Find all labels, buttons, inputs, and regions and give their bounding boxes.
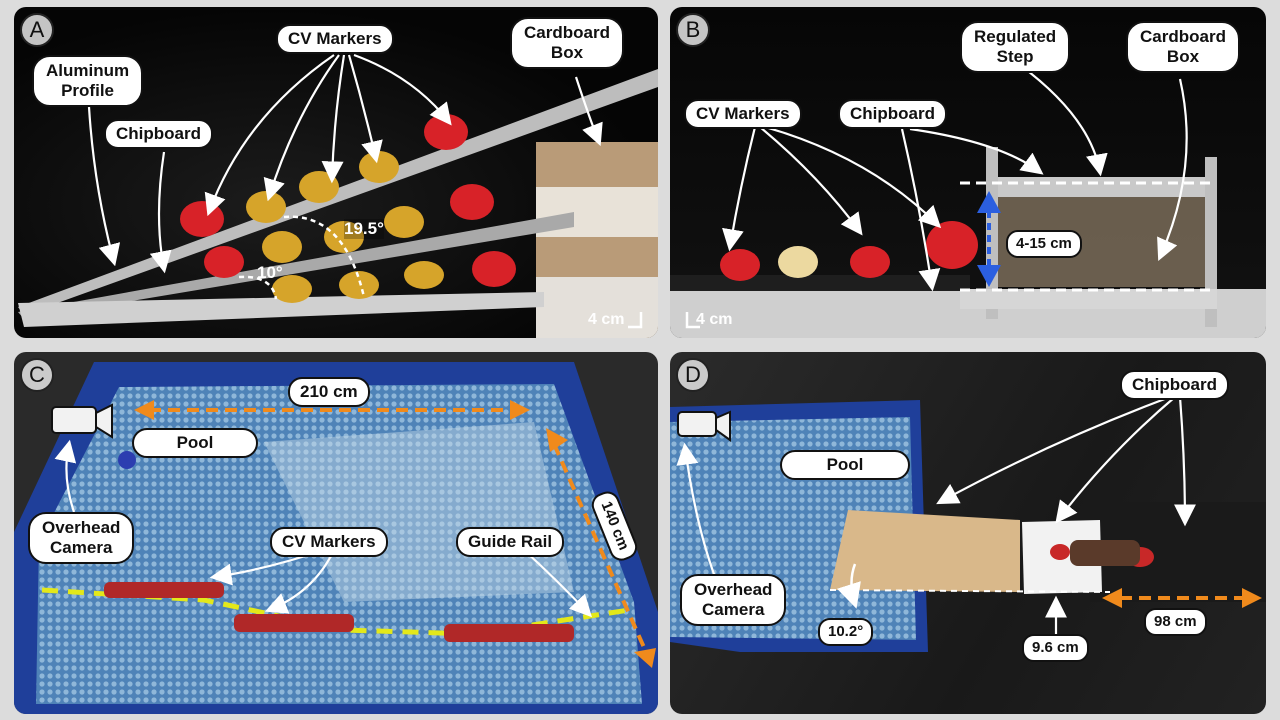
robot-modules [180, 114, 516, 303]
panel-letter-d: D [676, 358, 710, 392]
scale-bar-a [628, 312, 643, 329]
robot-module [1050, 540, 1154, 567]
label-pool: Pool [132, 428, 258, 458]
label-angle: 10.2° [818, 618, 874, 646]
label-pool: Pool [780, 450, 910, 480]
panel-b-step-setup: B CV Markers Chipboard Regulated Step Ca… [670, 7, 1266, 338]
panel-letter-c: C [20, 358, 54, 392]
label-overhead-camera: Overhead Camera [28, 512, 135, 564]
panel-a-photo [18, 53, 658, 338]
angle-label-19-5: 19.5° [344, 219, 384, 239]
label-pool-width: 210 cm [288, 377, 370, 407]
label-length: 98 cm [1144, 608, 1207, 636]
panel-letter-a: A [20, 13, 54, 47]
panel-letter-b: B [676, 13, 710, 47]
base-rail [18, 292, 544, 327]
label-cv-markers: CV Markers [276, 24, 394, 54]
camera-icon [677, 410, 731, 442]
camera-icon [51, 403, 113, 439]
chipboard-floor [670, 275, 970, 291]
label-chipboard: Chipboard [838, 99, 947, 129]
label-aluminum-profile: Aluminum Profile [32, 55, 144, 107]
label-cardboard-box: Cardboard Box [510, 17, 624, 69]
panel-b-photo [670, 64, 1266, 338]
label-overhead-camera: Overhead Camera [680, 574, 787, 626]
middle-ramp [18, 212, 574, 319]
label-cv-markers: CV Markers [270, 527, 388, 557]
label-guide-rail: Guide Rail [456, 527, 565, 557]
panel-a-ramp-setup: A Aluminum Profile Chipboard CV Markers … [14, 7, 658, 338]
label-chipboard: Chipboard [1120, 370, 1229, 400]
scale-label-b: 4 cm [696, 311, 733, 328]
robot-modules [720, 221, 978, 281]
angle-label-10: 10° [257, 263, 283, 282]
step-frame-right [1205, 157, 1217, 327]
robot-swimmers [104, 582, 574, 642]
label-chipboard: Chipboard [104, 119, 213, 149]
label-regulated-step: Regulated Step [960, 21, 1071, 73]
scale-bar-b [685, 312, 700, 329]
label-cv-markers: CV Markers [684, 99, 802, 129]
panel-d-photo [670, 395, 1266, 652]
label-step-height: 9.6 cm [1022, 634, 1089, 662]
chipboard-ramp [830, 510, 1020, 592]
label-cardboard-box: Cardboard Box [1126, 21, 1240, 73]
label-step-range: 4-15 cm [1006, 230, 1082, 258]
scale-label-a: 4 cm [588, 311, 625, 328]
upper-ramp [18, 69, 658, 315]
panel-d-exit-setup: D Chipboard Pool Overhead Camera 10.2° 9… [670, 352, 1266, 714]
panel-c-pool-top-view: C 210 cm Pool 140 cm Overhead Camera CV … [14, 352, 658, 714]
